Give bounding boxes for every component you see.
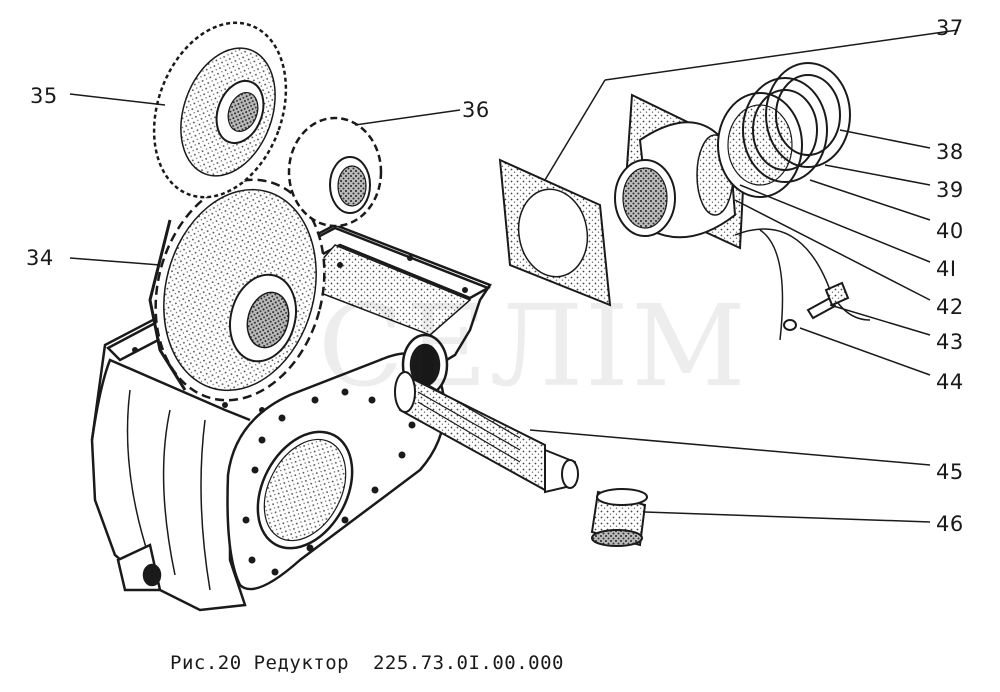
figure-caption: Рис.20 Редуктор 225.73.0I.00.000 [170,652,564,674]
cable-branch [759,229,784,341]
bushing [590,488,648,547]
callout-34: 34 [26,246,54,270]
gasket [498,158,612,307]
callout-44: 44 [936,370,964,394]
bearing-cap [614,93,747,250]
large-spur-gear [148,178,326,402]
callout-38: 38 [936,140,964,164]
callout-43: 43 [936,330,964,354]
cable [734,228,871,321]
bolt [806,281,850,320]
callout-41: 4I [936,257,957,281]
callout-37: 37 [936,16,964,40]
shim-rings [717,62,851,198]
washer [783,319,797,331]
watermark: СЕЛІМ [318,282,748,412]
callout-39: 39 [936,178,964,202]
callout-46: 46 [936,512,964,536]
callout-35: 35 [30,84,58,108]
leader-lines [69,29,959,523]
callout-40: 40 [936,219,964,243]
callout-42: 42 [936,295,964,319]
callout-45: 45 [936,460,964,484]
callout-36: 36 [462,98,490,122]
splined-shaft [394,371,579,494]
small-spur-gear [287,116,383,228]
bevel-gear [152,21,288,199]
